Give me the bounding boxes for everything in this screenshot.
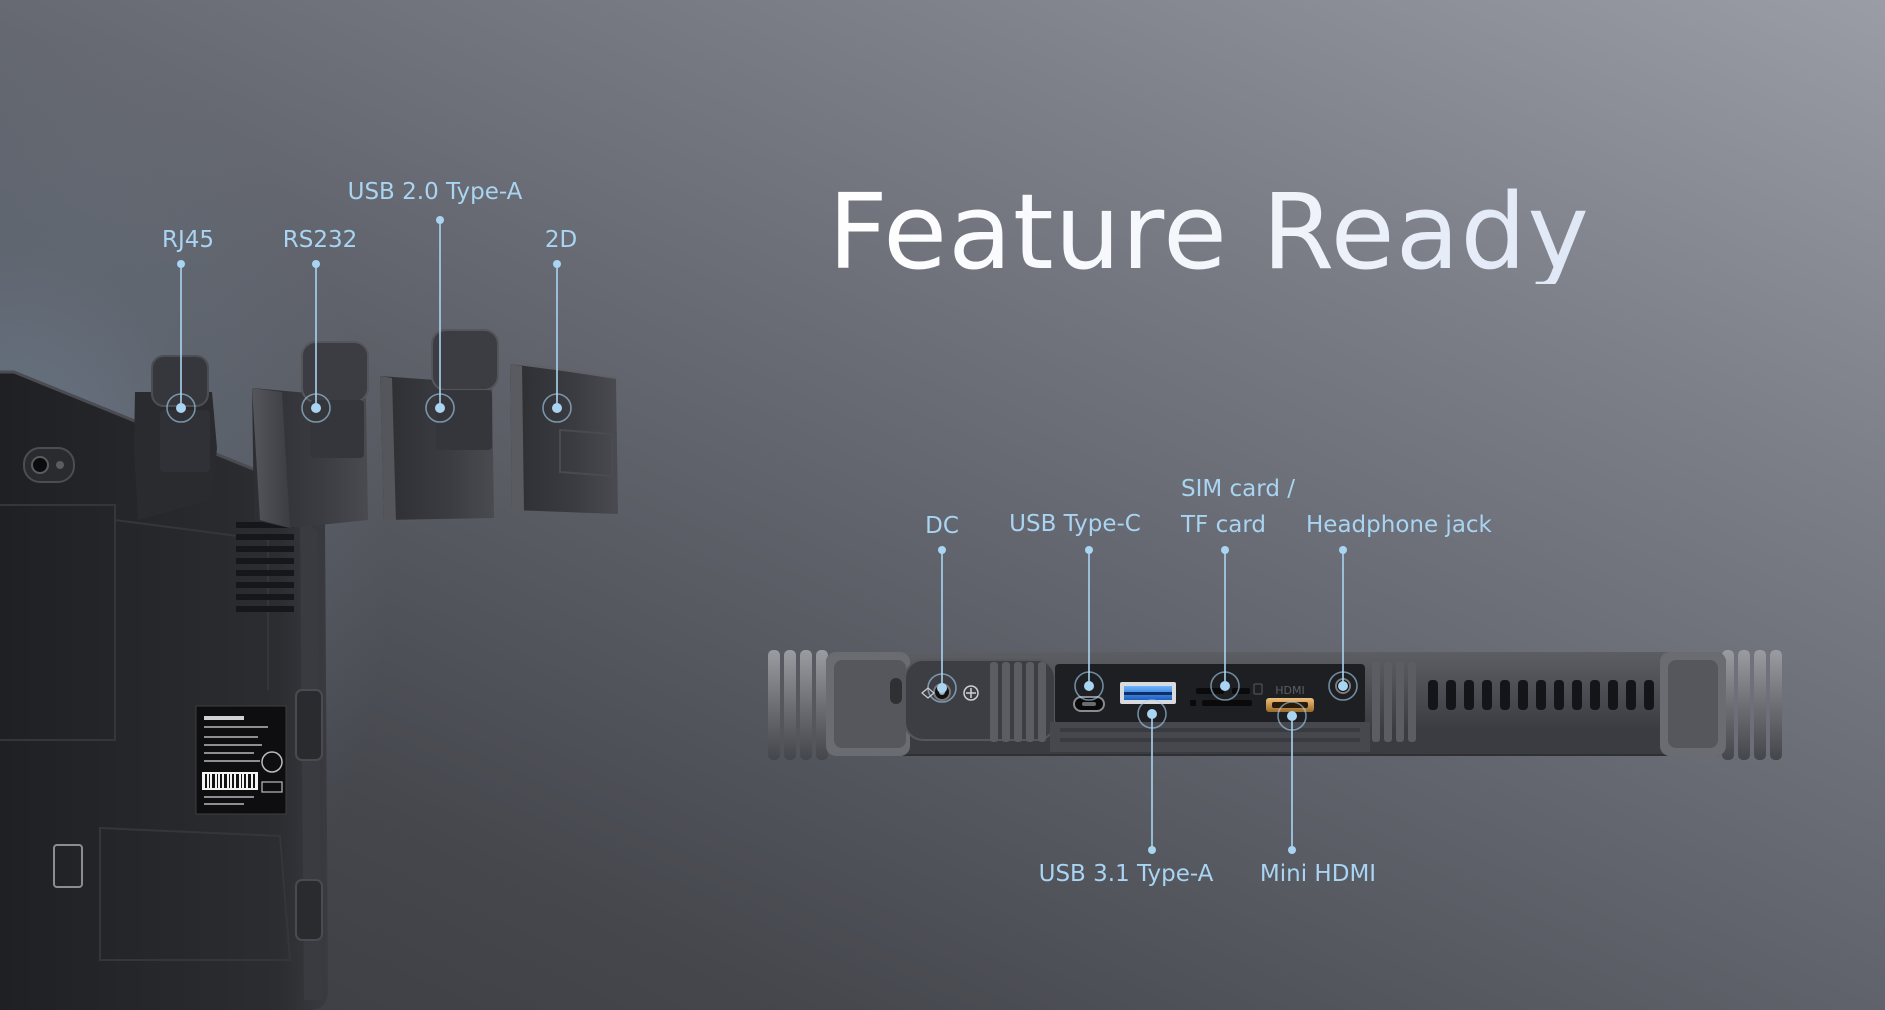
module-rj45 — [134, 355, 217, 520]
callout-usb31 — [1137, 699, 1167, 850]
usb-type-c-port — [1073, 696, 1105, 712]
callout-rs232 — [301, 264, 331, 423]
callout-usb-type-c — [1074, 550, 1104, 701]
label-tf-card: TF card — [1181, 512, 1266, 538]
module-2d-scanner — [510, 363, 618, 514]
label-rs232: RS232 — [282, 227, 358, 253]
callout-mini-hdmi — [1277, 701, 1307, 850]
hdmi-print: HDMI — [1275, 684, 1304, 697]
usb-3-1-port — [1120, 682, 1176, 704]
label-dc: DC — [925, 513, 959, 539]
vent-grille — [236, 522, 294, 612]
label-usb-3-1: USB 3.1 Type-A — [1038, 861, 1214, 887]
tablet-back — [0, 370, 328, 1010]
sim-tf-slot — [1190, 683, 1263, 706]
callout-rj45 — [166, 264, 196, 423]
callout-sim-tf — [1210, 550, 1240, 701]
label-headphone-jack: Headphone jack — [1306, 512, 1492, 538]
product-label-sticker — [195, 705, 287, 815]
label-rj45: RJ45 — [161, 227, 215, 253]
callout-headphone — [1328, 550, 1358, 701]
mini-hdmi-port — [1266, 698, 1314, 712]
callout-2d — [542, 264, 572, 423]
label-sim-card: SIM card / — [1181, 476, 1295, 502]
module-rs232 — [252, 341, 369, 528]
callout-usb20 — [425, 220, 455, 423]
page-title: Feature Ready — [828, 171, 1590, 293]
label-mini-hdmi: Mini HDMI — [1259, 861, 1377, 887]
label-2d: 2D — [544, 227, 578, 253]
tablet-edge — [768, 650, 1782, 760]
callout-dc — [927, 550, 957, 703]
camera-icon — [23, 447, 75, 483]
fingerprint-sensor — [53, 844, 83, 888]
label-usb-2-0: USB 2.0 Type-A — [347, 179, 523, 205]
module-usb20 — [380, 329, 499, 522]
label-usb-type-c: USB Type-C — [1009, 511, 1141, 537]
